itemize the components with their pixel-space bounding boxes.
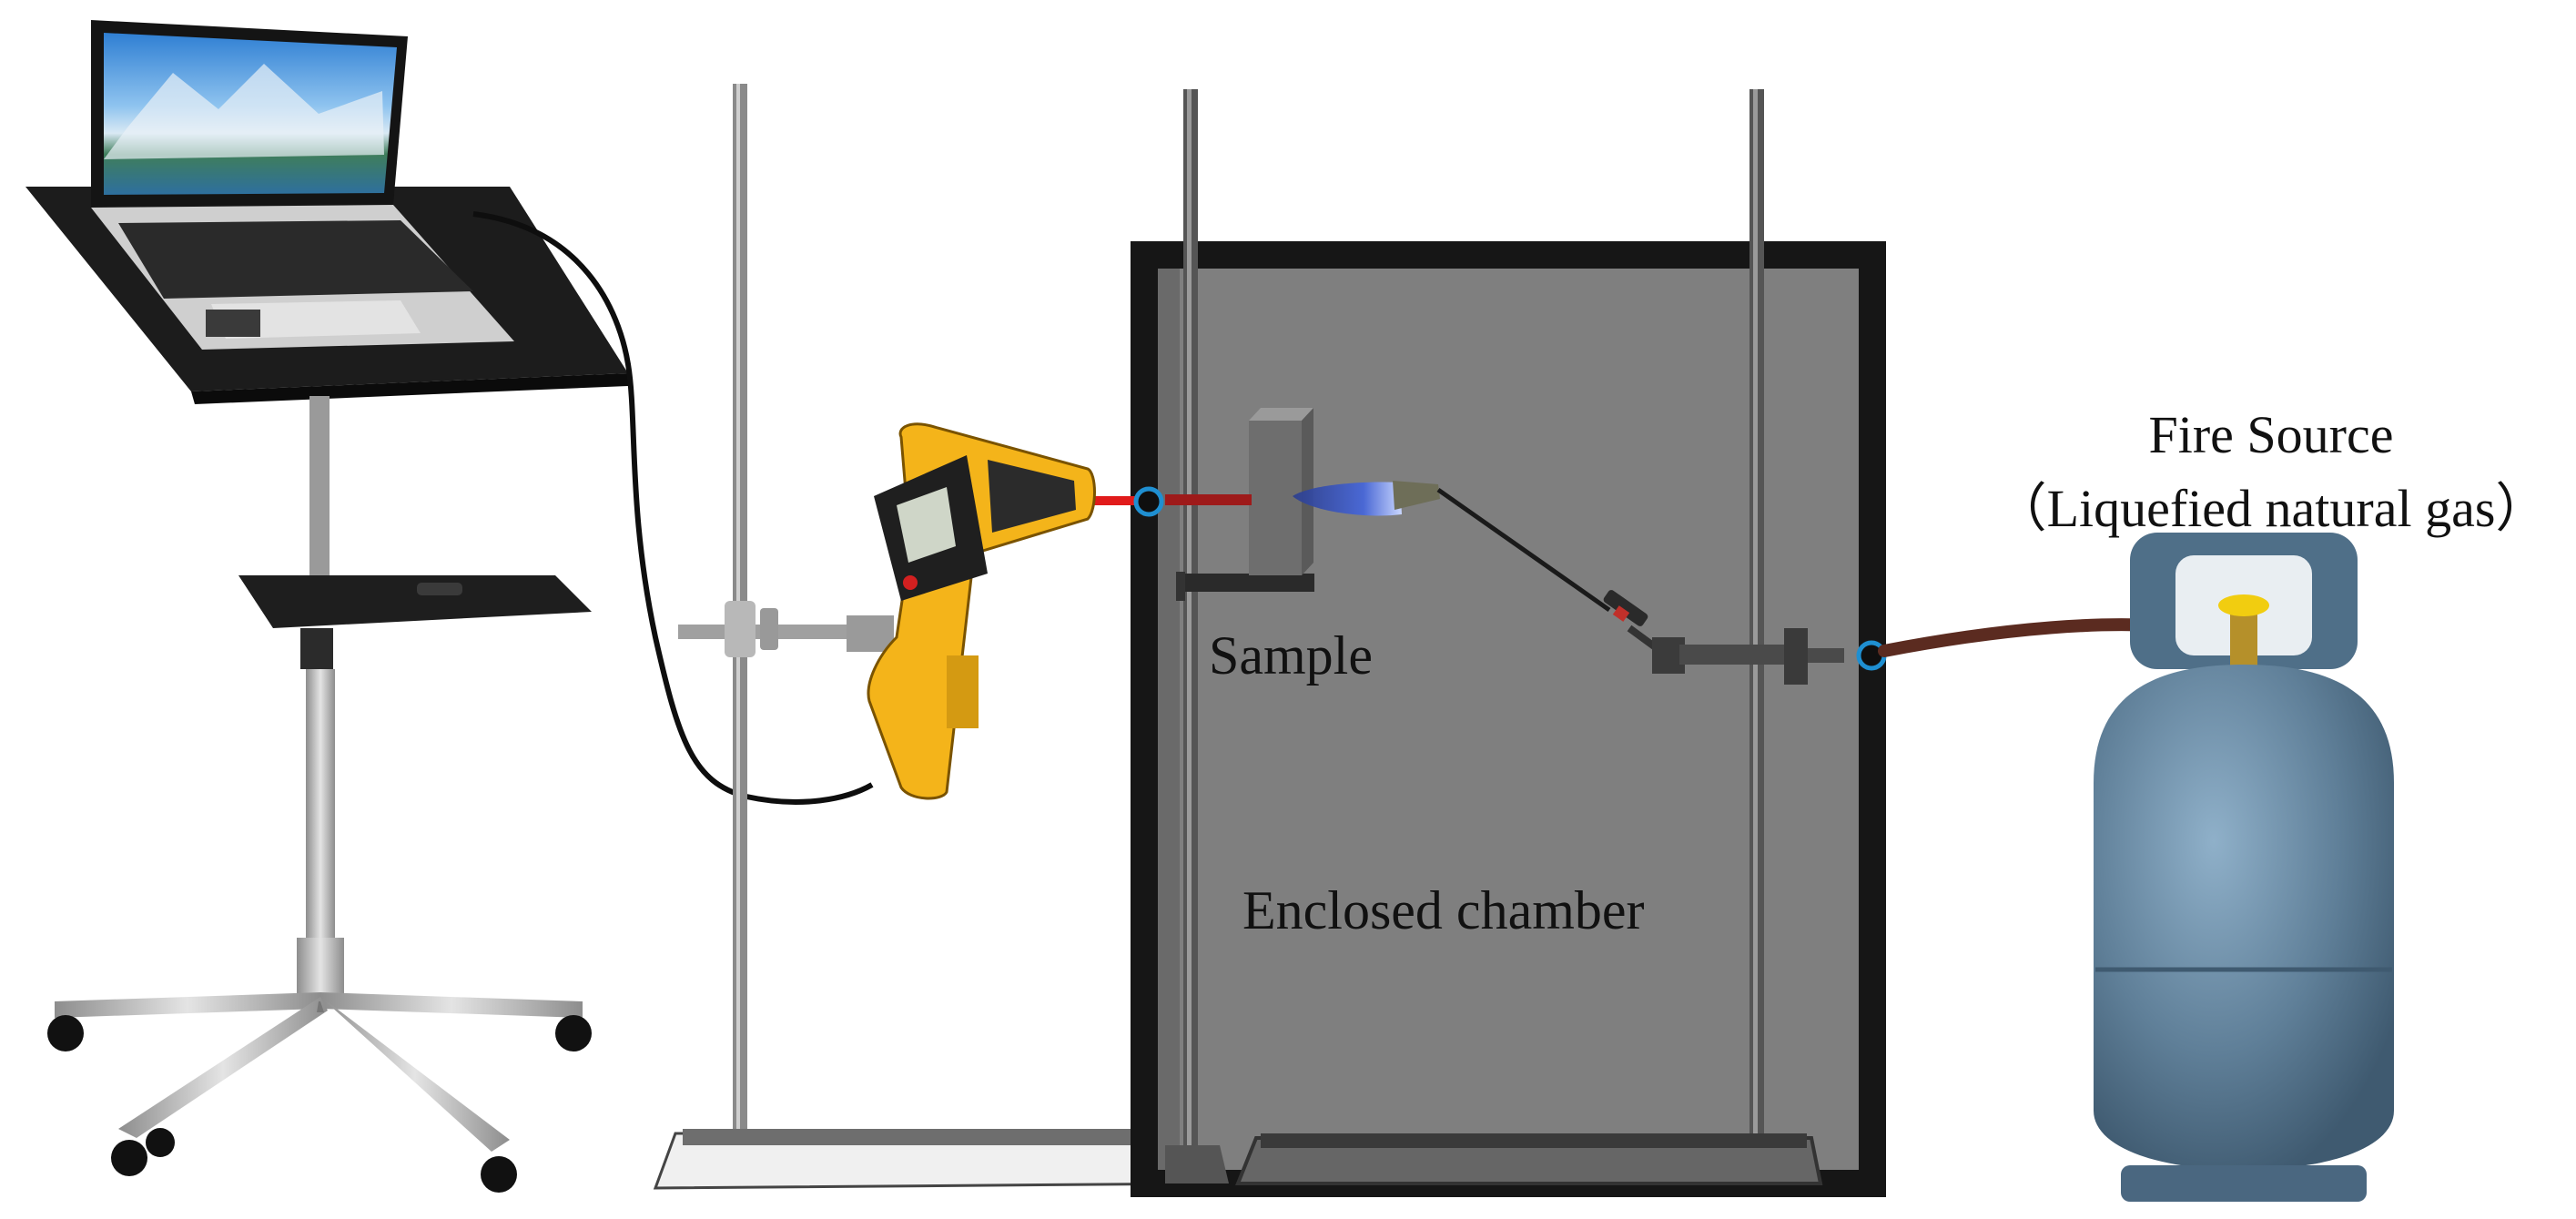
fire-source-fuel: （Liquefied natural gas） xyxy=(1994,479,2549,538)
laser-beam xyxy=(1088,494,1252,505)
gas-cylinder-icon xyxy=(2094,533,2394,1202)
chamber-label: Enclosed chamber xyxy=(1242,880,1644,940)
sample-label: Sample xyxy=(1209,625,1373,686)
inner-retort-stands xyxy=(1165,89,1823,1185)
enclosed-chamber xyxy=(1131,241,1886,1197)
fire-source-title: Fire Source xyxy=(2149,405,2394,464)
laptop-icon xyxy=(91,20,514,350)
flame xyxy=(1293,482,1402,516)
laptop-stand-icon xyxy=(25,187,628,1193)
retort-stand-icon xyxy=(653,84,1212,1190)
data-cable xyxy=(472,211,874,805)
infrared-thermometer-icon xyxy=(867,422,1096,800)
sensor-ring-left xyxy=(1133,486,1164,517)
gas-torch-icon xyxy=(1393,481,1844,685)
